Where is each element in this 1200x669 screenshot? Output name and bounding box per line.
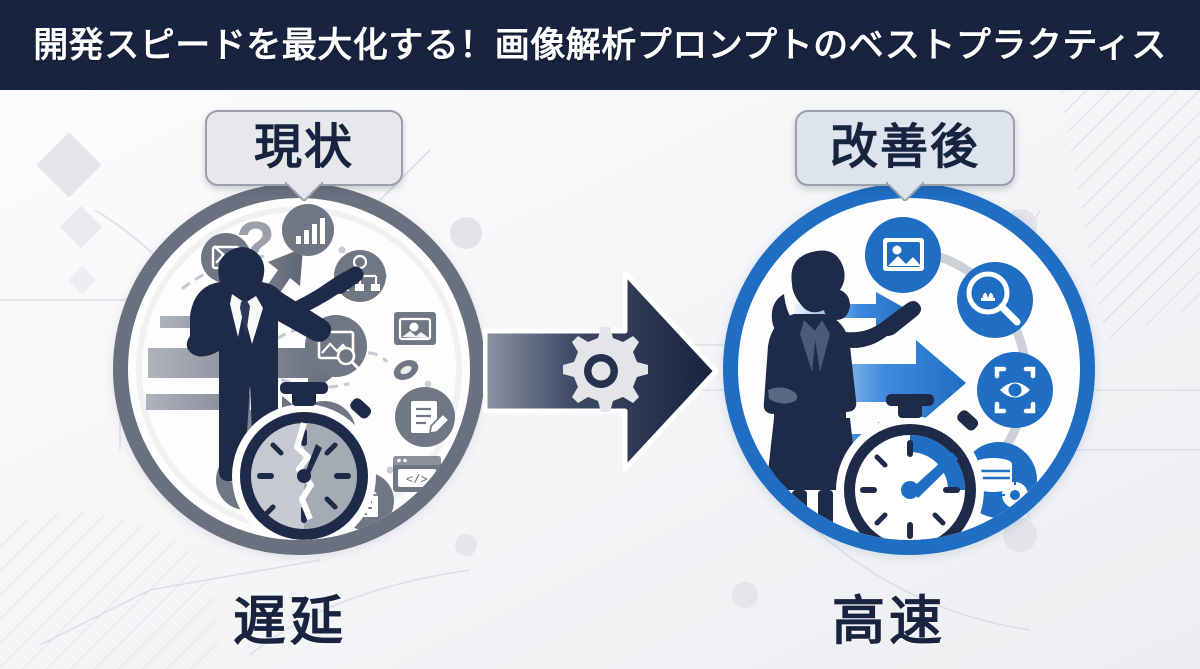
arrow-right-blue-small: [794, 292, 910, 330]
gear-icon: [563, 327, 648, 412]
image-window-icon: [394, 312, 436, 345]
improved-state-circle: [723, 183, 1095, 555]
paperclip-icon: [393, 359, 419, 381]
diagonal-hatch-bottom-left: [0, 512, 219, 669]
diagram-body: ?: [0, 90, 1200, 669]
improved-state-badge: 改善後: [795, 110, 1015, 201]
broken-stopwatch-icon: [232, 382, 376, 540]
code-window-icon: </>: [393, 456, 441, 492]
current-state-badge-label: 現状: [253, 121, 354, 174]
diagonal-hatch-top-right: [1060, 90, 1200, 340]
improved-state-scene: [763, 217, 1053, 540]
node-dot: [455, 534, 477, 556]
image-photo-icon: [865, 217, 941, 293]
magnifier-analyze-icon: [957, 262, 1033, 338]
node-dot: [1003, 518, 1037, 552]
fast-stopwatch-icon: [836, 394, 984, 540]
bubble-tail-right: [886, 182, 924, 201]
current-state-circle: ?: [113, 183, 485, 555]
businessman-silhouette: [186, 246, 364, 481]
improved-state-caption: 高速: [832, 592, 946, 651]
bubble-tail-left: [285, 182, 323, 201]
eye-focus-scanner-icon: [977, 352, 1053, 428]
note-edit-icon: [395, 387, 455, 447]
current-state-badge: 現状: [205, 110, 403, 201]
header-bar: 開発スピードを最大化する！画像解析プロンプトのベストプラクティス: [0, 0, 1200, 90]
arrow-down-gray: [146, 394, 314, 448]
page-title: 開発スピードを最大化する！画像解析プロンプトのベストプラクティス: [33, 25, 1167, 65]
improved-state-badge-label: 改善後: [829, 121, 980, 174]
businesswoman-silhouette: [763, 250, 922, 540]
gear-arrow-right: [483, 270, 718, 472]
node-dot: [450, 217, 482, 249]
current-state-scene: ?: [136, 204, 462, 540]
node-dot: [732, 582, 758, 608]
current-state-caption: 遅延: [233, 592, 347, 651]
bar-chart-icon: [282, 204, 334, 256]
svg-text:</>: </>: [406, 473, 428, 487]
